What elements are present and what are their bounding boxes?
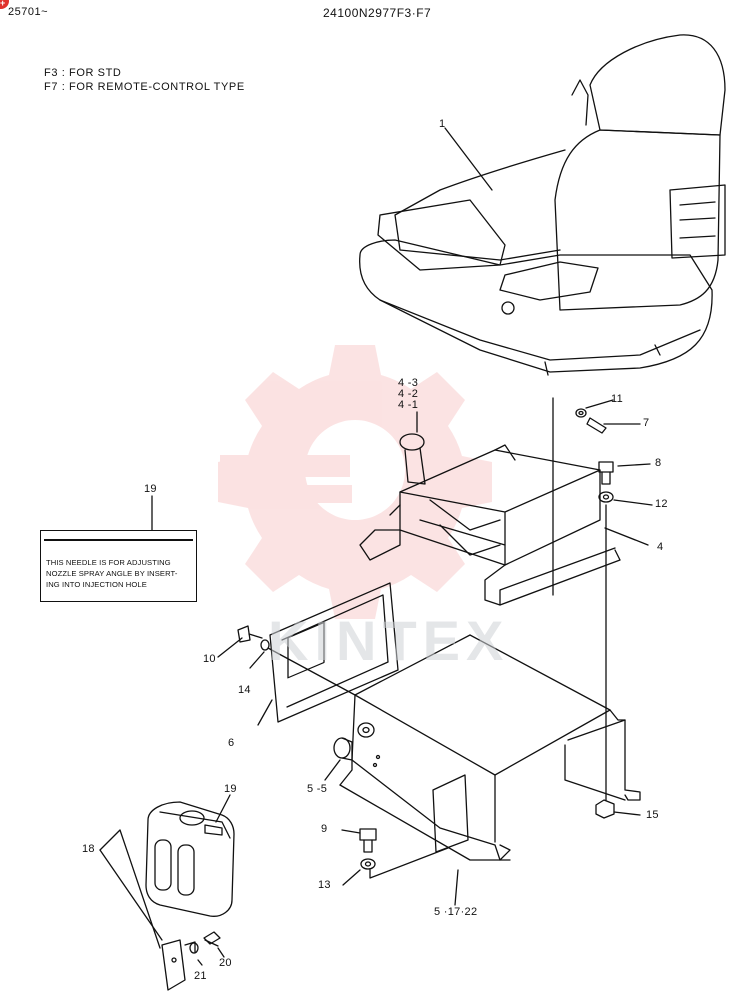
leader-10 [217, 637, 243, 658]
callout-11: 11 [611, 393, 624, 405]
serial-range: 25701~ [8, 6, 49, 18]
caution-line-1: THIS NEEDLE IS FOR ADJUSTING [46, 558, 171, 567]
caution-line-3: ING INTO INJECTION HOLE [46, 580, 147, 589]
leader-5-5 [324, 759, 341, 781]
assembly-line-plate [267, 647, 356, 696]
leader-20 [217, 947, 225, 958]
callout-10: 10 [203, 653, 216, 665]
plug-icon [333, 737, 353, 761]
assembly-line-base [369, 847, 449, 879]
washer-14-icon [260, 639, 270, 651]
leader-5-17-22 [454, 869, 459, 906]
caution-label-text: THIS NEEDLE IS FOR ADJUSTING NOZZLE SPRA… [46, 557, 177, 590]
washer-11-icon [575, 408, 587, 418]
leader-15 [613, 811, 641, 816]
caution-plate [269, 582, 399, 723]
corner-badge-glyph: + [0, 0, 6, 8]
leader-18-a [99, 829, 161, 949]
bolt-8-icon [598, 461, 614, 485]
washer-13-icon [360, 858, 376, 870]
leader-21 [197, 959, 203, 966]
caution-label: THIS NEEDLE IS FOR ADJUSTING NOZZLE SPRA… [40, 530, 197, 602]
leader-8 [617, 463, 651, 467]
note-f7: F7 : FOR REMOTE-CONTROL TYPE [44, 81, 245, 93]
lever-icon [399, 433, 426, 485]
caution-line-2: NOZZLE SPRAY ANGLE BY INSERT- [46, 569, 178, 578]
callout-4-2: 4 -2 [398, 388, 419, 400]
caution-label-bar [44, 539, 193, 541]
leader-18-b [99, 849, 163, 941]
leader-9 [341, 829, 361, 834]
callout-5-5: 5 -5 [307, 783, 328, 795]
callout-7: 7 [643, 417, 650, 429]
seat-assembly [359, 34, 726, 376]
nut-15-icon [595, 799, 615, 819]
callout-19-label: 19 [144, 483, 157, 495]
grommet-icon [357, 722, 375, 738]
callout-21: 21 [194, 970, 207, 982]
leader-11 [585, 399, 614, 409]
leader-19-container [215, 794, 231, 823]
watermark-gear-icon [218, 345, 492, 619]
callout-13: 13 [318, 879, 331, 891]
callout-4: 4 [657, 541, 664, 553]
callout-14: 14 [238, 684, 251, 696]
washer-21-icon [189, 942, 199, 954]
callout-6: 6 [228, 737, 235, 749]
container-icon [145, 801, 235, 917]
leader-1 [444, 127, 493, 191]
leader-6 [257, 699, 273, 726]
part-number: 24100N2977F3·F7 [323, 6, 432, 20]
callout-9: 9 [321, 823, 328, 835]
screw-20-icon [203, 931, 221, 947]
callout-5-17-22: 5 ·17·22 [434, 906, 478, 918]
slide-rail-bracket [359, 444, 621, 606]
callout-4-3: 4 -3 [398, 377, 419, 389]
callout-15: 15 [646, 809, 659, 821]
bolt-7-icon [586, 417, 641, 434]
callout-20: 20 [219, 957, 232, 969]
holder-bracket-icon [161, 939, 196, 991]
washer-12-icon [598, 491, 614, 503]
leader-14 [249, 651, 265, 669]
bolt-9-icon [359, 828, 377, 853]
callout-1: 1 [439, 118, 446, 130]
screw-10-icon [237, 625, 263, 643]
leader-12 [613, 499, 653, 506]
callout-12: 12 [655, 498, 668, 510]
watermark-text: KINTEX [268, 609, 510, 672]
callout-18: 18 [82, 843, 95, 855]
corner-badge: + [0, 0, 9, 9]
callout-4-1: 4 -1 [398, 399, 419, 411]
leader-4 [604, 527, 649, 546]
callout-19-container: 19 [224, 783, 237, 795]
note-f3: F3 : FOR STD [44, 67, 122, 79]
callout-8: 8 [655, 457, 662, 469]
leader-13 [342, 869, 361, 886]
